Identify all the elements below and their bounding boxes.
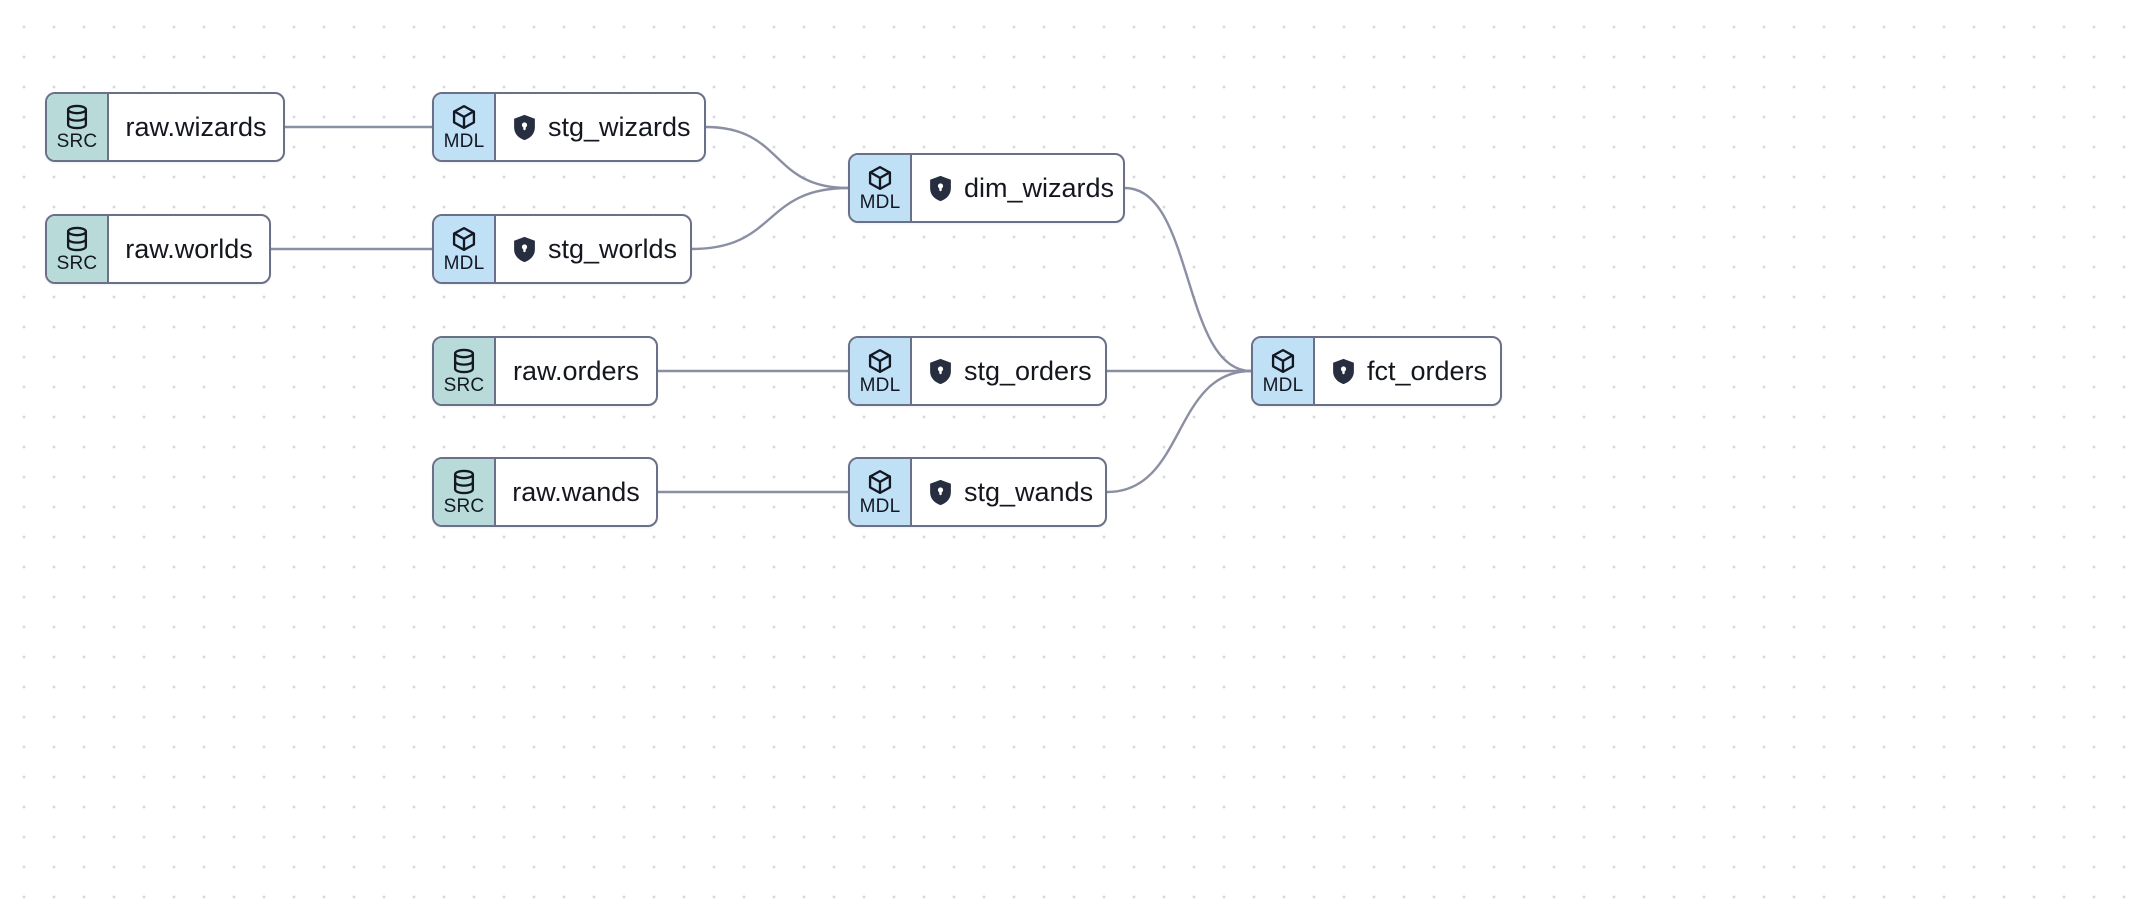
node-stg_orders[interactable]: MDL stg_orders xyxy=(848,336,1107,406)
node-badge-label: MDL xyxy=(859,496,901,517)
node-label: stg_orders xyxy=(964,355,1092,386)
database-icon xyxy=(449,347,479,375)
cube-icon xyxy=(1268,347,1298,375)
node-badge-mdl: MDL xyxy=(1253,338,1315,404)
database-icon xyxy=(62,103,92,131)
node-badge-label: MDL xyxy=(1262,375,1304,396)
node-body: stg_worlds xyxy=(496,216,690,282)
edge-stg_wizards-to-dim_wizards xyxy=(704,125,850,190)
edge-dim_wizards-to-fct_orders xyxy=(1123,186,1253,373)
cube-icon xyxy=(865,347,895,375)
node-label: raw.wands xyxy=(512,476,640,507)
node-badge-label: SRC xyxy=(443,496,485,517)
node-body: raw.wands xyxy=(496,459,656,525)
node-badge-label: SRC xyxy=(443,375,485,396)
node-badge-src: SRC xyxy=(434,459,496,525)
node-body: raw.worlds xyxy=(109,216,269,282)
node-raw_orders[interactable]: SRC raw.orders xyxy=(432,336,658,406)
cube-icon xyxy=(449,103,479,131)
node-badge-src: SRC xyxy=(434,338,496,404)
node-badge-src: SRC xyxy=(47,216,109,282)
node-label: fct_orders xyxy=(1367,355,1488,386)
shield-lock-icon xyxy=(928,358,953,385)
node-label: raw.worlds xyxy=(125,233,253,264)
node-dim_wizards[interactable]: MDL dim_wizards xyxy=(848,153,1125,223)
node-label: stg_worlds xyxy=(548,233,678,264)
node-body: raw.orders xyxy=(496,338,656,404)
node-label: dim_wizards xyxy=(964,172,1115,203)
cube-icon xyxy=(865,164,895,192)
node-body: stg_wands xyxy=(912,459,1105,525)
node-raw_worlds[interactable]: SRC raw.worlds xyxy=(45,214,271,284)
database-icon xyxy=(62,225,92,253)
node-badge-label: MDL xyxy=(859,192,901,213)
node-badge-mdl: MDL xyxy=(850,155,912,221)
node-badge-mdl: MDL xyxy=(850,338,912,404)
node-badge-label: MDL xyxy=(859,375,901,396)
node-body: stg_wizards xyxy=(496,94,704,160)
shield-lock-icon xyxy=(928,175,953,202)
node-label: stg_wands xyxy=(964,476,1094,507)
edge-stg_wands-to-fct_orders xyxy=(1105,369,1253,494)
node-badge-mdl: MDL xyxy=(850,459,912,525)
shield-lock-icon xyxy=(512,114,537,141)
shield-lock-icon xyxy=(1331,358,1356,385)
node-body: stg_orders xyxy=(912,338,1105,404)
node-label: raw.wizards xyxy=(125,111,267,142)
node-label: raw.orders xyxy=(512,355,640,386)
cube-icon xyxy=(449,225,479,253)
cube-icon xyxy=(865,468,895,496)
node-badge-mdl: MDL xyxy=(434,94,496,160)
node-fct_orders[interactable]: MDL fct_orders xyxy=(1251,336,1502,406)
node-body: fct_orders xyxy=(1315,338,1500,404)
node-stg_wizards[interactable]: MDL stg_wizards xyxy=(432,92,706,162)
node-badge-mdl: MDL xyxy=(434,216,496,282)
edge-stg_worlds-to-dim_wizards xyxy=(690,186,850,251)
node-badge-src: SRC xyxy=(47,94,109,160)
node-stg_worlds[interactable]: MDL stg_worlds xyxy=(432,214,692,284)
node-label: stg_wizards xyxy=(548,111,691,142)
node-stg_wands[interactable]: MDL stg_wands xyxy=(848,457,1107,527)
node-badge-label: MDL xyxy=(443,253,485,274)
node-badge-label: SRC xyxy=(56,253,98,274)
shield-lock-icon xyxy=(512,236,537,263)
node-raw_wizards[interactable]: SRC raw.wizards xyxy=(45,92,285,162)
node-body: dim_wizards xyxy=(912,155,1123,221)
node-badge-label: MDL xyxy=(443,131,485,152)
shield-lock-icon xyxy=(928,479,953,506)
node-badge-label: SRC xyxy=(56,131,98,152)
node-raw_wands[interactable]: SRC raw.wands xyxy=(432,457,658,527)
database-icon xyxy=(449,468,479,496)
node-body: raw.wizards xyxy=(109,94,283,160)
